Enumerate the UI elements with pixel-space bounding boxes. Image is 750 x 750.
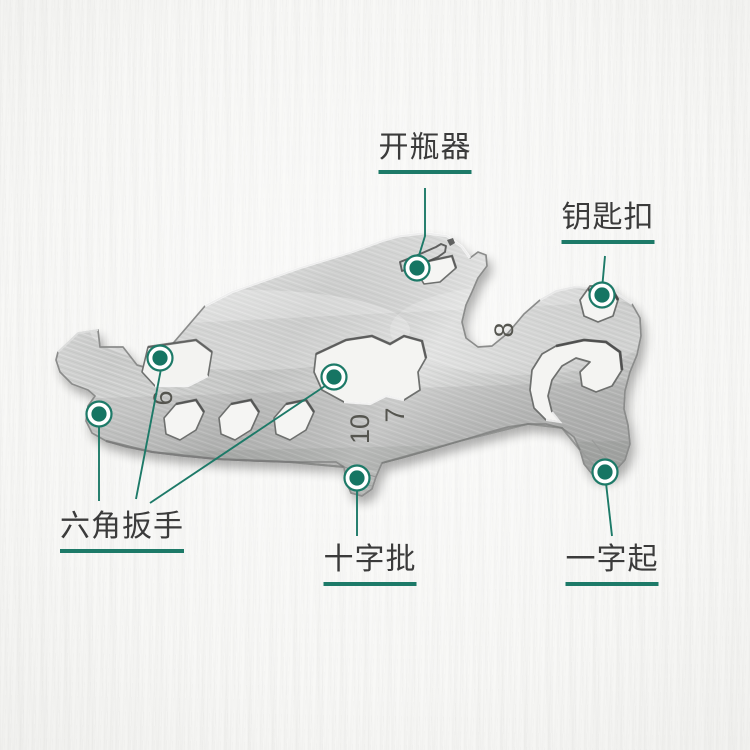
callout-underline-phillips <box>323 582 417 586</box>
callout-label-bottle-opener[interactable]: 开瓶器 <box>378 131 472 174</box>
callout-text-bottle-opener: 开瓶器 <box>378 131 472 164</box>
marker-bottle-opener[interactable] <box>403 254 431 282</box>
marker-hex-wrench-center[interactable] <box>320 363 348 391</box>
svg-text:7: 7 <box>380 407 410 422</box>
callout-label-phillips[interactable]: 十字批 <box>323 543 417 586</box>
marker-hex-wrench-upper[interactable] <box>146 344 174 372</box>
callout-underline-keychain <box>561 240 655 244</box>
callout-underline-flathead <box>565 582 659 586</box>
callout-label-keychain[interactable]: 钥匙扣 <box>561 201 655 244</box>
callout-text-hex-wrench: 六角扳手 <box>60 510 184 543</box>
marker-flathead[interactable] <box>591 458 619 486</box>
marker-hex-wrench-left[interactable] <box>85 400 113 428</box>
leader-flathead <box>605 482 613 537</box>
leader-hex-wrench-3 <box>149 383 329 504</box>
callout-label-flathead[interactable]: 一字起 <box>565 543 659 586</box>
leader-bottle-opener <box>416 188 426 263</box>
callout-label-hex-wrench[interactable]: 六角扳手 <box>60 512 184 553</box>
marker-keychain[interactable] <box>588 281 616 309</box>
callout-underline-bottle-opener <box>378 170 472 174</box>
callout-text-flathead: 一字起 <box>565 543 659 576</box>
svg-text:10: 10 <box>345 414 375 444</box>
svg-text:8: 8 <box>489 322 519 337</box>
marker-phillips[interactable] <box>343 464 371 492</box>
callout-text-keychain: 钥匙扣 <box>561 201 655 234</box>
callout-text-phillips: 十字批 <box>323 543 417 576</box>
callout-underline-hex-wrench <box>60 549 184 553</box>
leader-hex-wrench-2 <box>135 368 162 500</box>
